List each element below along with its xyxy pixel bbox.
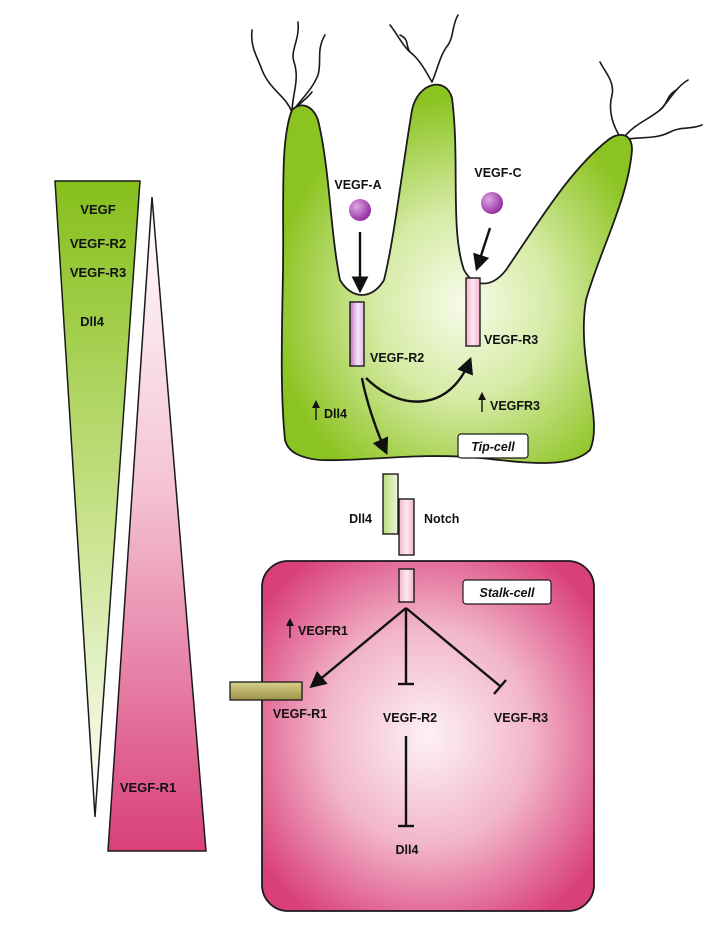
gradient-label-dll4: Dll4 (80, 314, 105, 329)
dll4-ligand-stub (383, 474, 398, 534)
vegfr1-up-label: VEGFR1 (298, 624, 348, 638)
stalk-vegf-r1-label: VEGF-R1 (273, 707, 327, 721)
gradient-label-vegf-r3: VEGF-R3 (70, 265, 126, 280)
vegfr3-up-label: VEGFR3 (490, 399, 540, 413)
vegf-r1-membrane-bar (230, 682, 302, 700)
stalk-vegf-r3-label: VEGF-R3 (494, 711, 548, 725)
stalk-cell-body (262, 561, 594, 911)
notch-intracellular (399, 569, 414, 602)
vegf-c-label: VEGF-C (474, 166, 521, 180)
junction-notch-label: Notch (424, 512, 459, 526)
filopodia (252, 15, 702, 140)
dll4-up-label: Dll4 (324, 407, 347, 421)
gradient-label-vegf-r1: VEGF-R1 (120, 780, 176, 795)
gradient-label-vegf-r2: VEGF-R2 (70, 236, 126, 251)
stalk-vegf-r2-label: VEGF-R2 (383, 711, 437, 725)
junction-dll4-label: Dll4 (349, 512, 372, 526)
tip-cell-label: Tip-cell (471, 440, 515, 454)
vegf-a-ligand (349, 199, 371, 221)
stalk-cell-label: Stalk-cell (480, 586, 535, 600)
vegf-r2-receptor (350, 302, 364, 366)
vegf-r2-label: VEGF-R2 (370, 351, 424, 365)
vegf-r3-label: VEGF-R3 (484, 333, 538, 347)
vegf-c-arrow (477, 228, 490, 268)
vegf-a-label: VEGF-A (334, 178, 381, 192)
stalk-dll4-label: Dll4 (396, 843, 419, 857)
vegf-c-ligand (481, 192, 503, 214)
gradient-label-vegf: VEGF (80, 202, 115, 217)
vegf-r3-receptor (466, 278, 480, 346)
notch-receptor (399, 499, 414, 555)
